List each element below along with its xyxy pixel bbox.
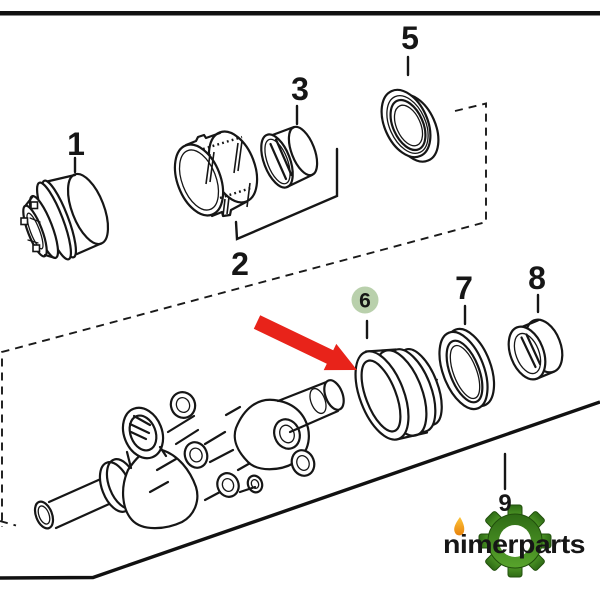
- brand-name: nimerparts: [443, 529, 585, 559]
- driveshaft-assembly-drawing: [33, 379, 345, 530]
- part-1-drawing: [20, 172, 110, 261]
- part-6-label: 6: [359, 290, 371, 313]
- part-5-drawing: [380, 88, 440, 163]
- part-2-drawing: [173, 130, 259, 218]
- highlight-arrow-icon: [253, 315, 357, 371]
- part-8-label: 8: [528, 260, 546, 296]
- part-3-drawing: [260, 125, 319, 189]
- part-6-badge: 6: [351, 286, 379, 314]
- part-5-label: 5: [401, 20, 419, 56]
- brand-watermark: nimerparts: [443, 504, 586, 578]
- top-border: [0, 11, 600, 16]
- flame-icon: [454, 517, 465, 536]
- part-3-label: 3: [291, 71, 309, 107]
- gear-icon: [478, 504, 552, 578]
- part-2-leader: [234, 147, 339, 241]
- part-8-drawing: [507, 318, 564, 381]
- part-6-drawing: [354, 348, 443, 441]
- part-7-label: 7: [455, 270, 473, 306]
- part-1-label: 1: [67, 126, 85, 162]
- part-7-drawing: [438, 327, 496, 411]
- section-plane-solid-edge: [0, 400, 600, 580]
- part-9-label: 9: [498, 490, 511, 517]
- part-2-label: 2: [231, 246, 249, 282]
